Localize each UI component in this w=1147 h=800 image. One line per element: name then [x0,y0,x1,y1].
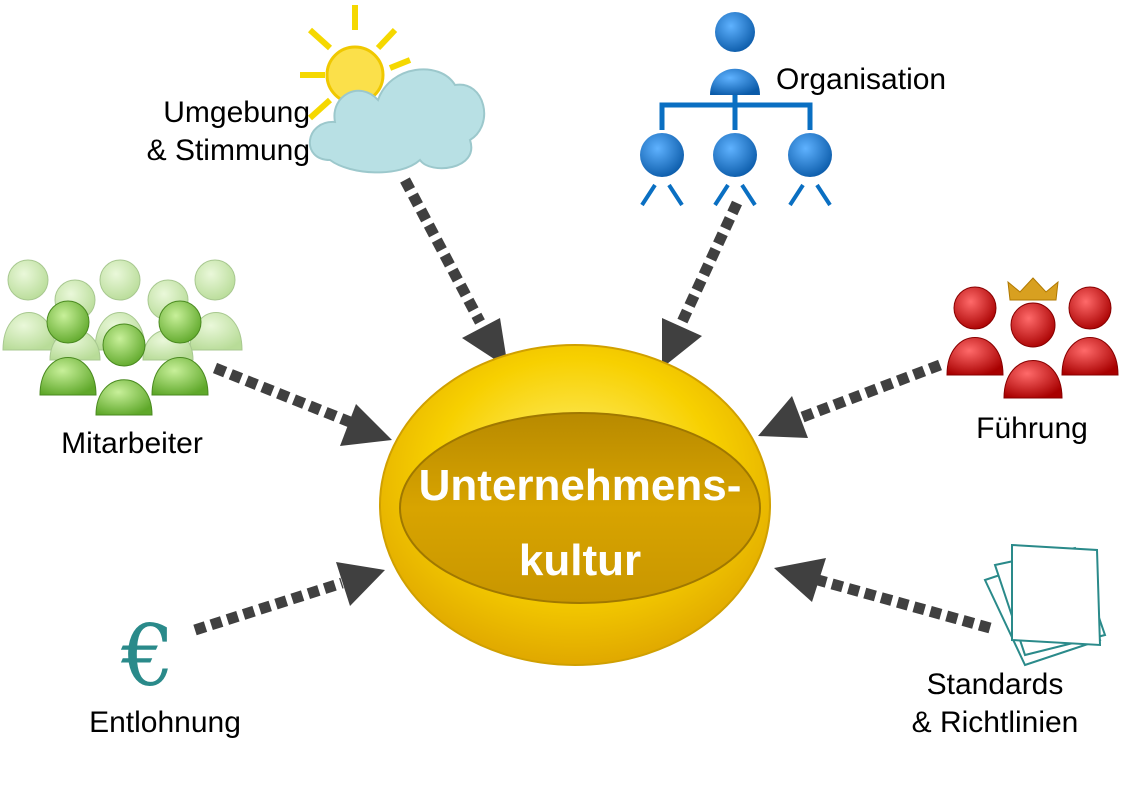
arrow-organisation [662,200,742,368]
org-chart-icon [640,12,832,207]
center-ellipse: Unternehmens- kultur [379,344,771,666]
label-employees: Mitarbeiter [61,427,203,460]
sun-cloud-icon [300,5,486,174]
arrow-employees [212,362,392,446]
label-standards-line1: Standards [927,668,1064,701]
label-organisation: Organisation [776,63,946,96]
euro-icon: € [120,607,174,705]
label-environment-line2: & Stimmung [147,134,310,167]
arrow-environment [400,177,508,368]
arrow-compensation [193,562,385,636]
center-title-line2: kultur [519,536,641,585]
documents-icon [983,543,1107,667]
crowned-leader-icon [946,277,1119,399]
label-environment-line1: Umgebung [163,96,310,129]
people-group-icon [2,259,243,416]
label-compensation: Entlohnung [89,706,241,739]
label-leadership: Führung [976,412,1088,445]
label-standards-line2: & Richtlinien [912,706,1079,739]
arrow-leadership [758,359,942,438]
arrow-standards [774,558,992,634]
center-title-line1: Unternehmens- [419,461,742,510]
